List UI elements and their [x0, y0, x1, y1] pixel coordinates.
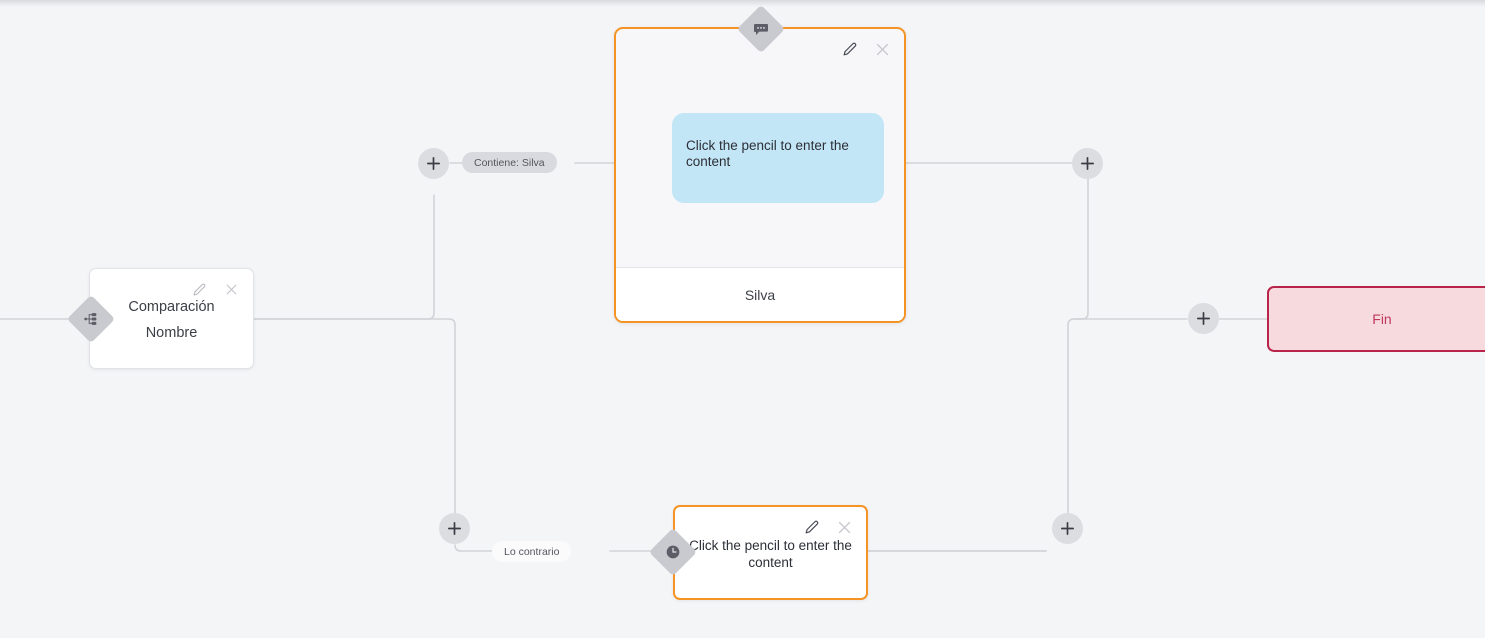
- chat-bubble-glyph: [753, 21, 769, 37]
- message-bubble[interactable]: Click the pencil to enter the content: [672, 113, 884, 203]
- top-toolbar-strip: [0, 0, 1485, 7]
- clock-glyph: [665, 544, 681, 560]
- comparison-node-title: Comparación: [128, 299, 215, 315]
- plus-icon: [1080, 156, 1095, 171]
- close-icon[interactable]: [872, 39, 892, 59]
- clock-icon: [648, 527, 698, 577]
- end-node[interactable]: Fin: [1267, 286, 1485, 352]
- wait-node-tools: [802, 517, 854, 537]
- plus-icon: [1196, 311, 1211, 326]
- branch-split-glyph: [83, 311, 99, 327]
- comparison-node-tools: [189, 279, 241, 299]
- edge-label-branch-false[interactable]: Lo contrario: [492, 541, 572, 562]
- edge-label-branch-true[interactable]: Contiene: Silva: [462, 152, 557, 173]
- add-step-button-before-end[interactable]: [1188, 303, 1219, 334]
- close-icon[interactable]: [221, 279, 241, 299]
- plus-icon: [1060, 521, 1075, 536]
- message-node-footer: Silva: [616, 267, 904, 321]
- chat-bubble-icon: [736, 4, 786, 54]
- message-node-tools: [840, 39, 892, 59]
- branch-split-icon: [66, 294, 116, 344]
- plus-icon: [426, 156, 441, 171]
- wait-node[interactable]: Click the pencil to enter the content: [673, 505, 868, 600]
- message-bubble-text: Click the pencil to enter the content: [686, 138, 849, 169]
- pencil-icon[interactable]: [840, 39, 860, 59]
- add-step-button-branch-false[interactable]: [439, 513, 470, 544]
- plus-icon: [447, 521, 462, 536]
- add-step-button-after-wait[interactable]: [1052, 513, 1083, 544]
- close-icon[interactable]: [834, 517, 854, 537]
- wait-node-text: Click the pencil to enter the content: [689, 538, 852, 570]
- comparison-node-subtitle: Nombre: [145, 325, 198, 341]
- pencil-icon[interactable]: [802, 517, 822, 537]
- add-step-button-after-message[interactable]: [1072, 148, 1103, 179]
- add-step-button-branch-true[interactable]: [418, 148, 449, 179]
- pencil-icon[interactable]: [189, 279, 209, 299]
- message-node[interactable]: Click the pencil to enter the content Si…: [614, 27, 906, 323]
